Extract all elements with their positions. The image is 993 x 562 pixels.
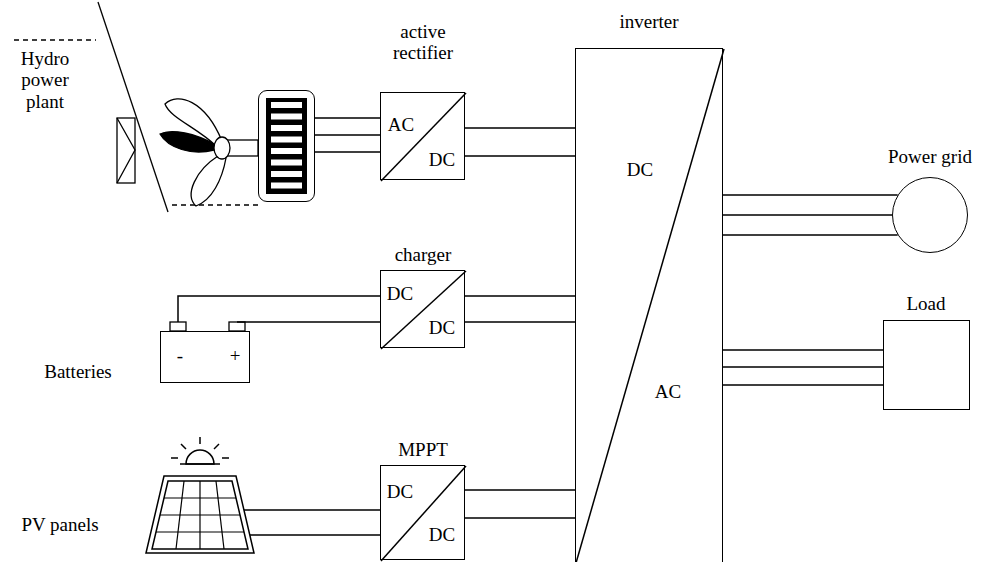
sun-ray [214, 444, 219, 449]
generator-housing [258, 90, 315, 202]
port-type: DC [380, 481, 420, 502]
conversion-diagonal [381, 466, 466, 561]
panel-inner-frame [152, 481, 248, 549]
generator-stripe [271, 148, 302, 154]
sun-ray [222, 457, 229, 459]
battery-terminal [170, 322, 186, 331]
node-label: Batteries [23, 361, 133, 382]
converter-block: MPPT DC DC [372, 436, 477, 562]
tail-water-line [172, 204, 258, 205]
intake-gate [117, 118, 135, 183]
wire-bundle [178, 296, 380, 322]
generator-stripe [271, 102, 302, 108]
generator-core [266, 98, 307, 194]
panel-cell-line [156, 531, 244, 532]
generator-stripe [271, 160, 302, 166]
generator-stripe [271, 171, 302, 177]
battery-bank: Batteries - + [20, 316, 255, 390]
horizon-line [180, 463, 220, 465]
conversion-diagonal [381, 271, 466, 349]
converter-block: active rectifierACDC [372, 2, 477, 185]
wire-bundle [723, 195, 898, 235]
wire-bundle [465, 490, 575, 518]
intake-chevron [117, 118, 135, 183]
sun-icon [171, 437, 229, 464]
conversion-diagonal [381, 466, 466, 561]
wire-bundle [465, 128, 575, 156]
conversion-diagonal [576, 49, 724, 562]
wire-bundle [723, 350, 883, 385]
panel-cell-line [164, 497, 236, 498]
port-type: DC [422, 524, 462, 545]
generator-core [266, 98, 307, 194]
block-heading: inverter [589, 11, 709, 32]
node-label: PV panels [4, 514, 116, 535]
pv-array: PV panels [4, 436, 256, 558]
conversion-diagonal [576, 49, 724, 562]
inverter-box [575, 48, 723, 562]
node-label: Hydro power plant [9, 48, 81, 112]
node-label: Power grid [874, 146, 986, 167]
sun-ray [171, 457, 178, 459]
panel-cell-line [160, 514, 240, 515]
hydro-plant: Hydro power plant [0, 0, 320, 215]
wire-bundle [244, 510, 380, 535]
panel-frame [146, 476, 254, 553]
battery-terminal [229, 322, 245, 331]
converter-block: chargerDCDC [372, 238, 477, 350]
load-box [883, 320, 970, 410]
generator-stripe [271, 114, 302, 120]
turbine-shaft [226, 140, 258, 156]
sun-disc [186, 450, 214, 464]
load-block: Load [876, 290, 980, 414]
turbine-hub [214, 137, 230, 159]
port-type: AC [381, 114, 421, 135]
dam-wall [98, 2, 168, 212]
pv-panel [146, 476, 254, 553]
water-level-line [14, 39, 96, 40]
generator-stripe [271, 125, 302, 131]
block-heading: MPPT [373, 439, 473, 460]
turbine-blade [160, 132, 214, 152]
port-type: DC [615, 159, 665, 180]
sun-ray [199, 437, 201, 444]
generator-stripe [271, 183, 302, 189]
sun-ray [181, 444, 186, 449]
port-type: AC [643, 381, 693, 402]
port-type: DC [422, 317, 462, 338]
block-heading: charger [373, 244, 473, 265]
converter-box [380, 465, 465, 560]
grid-circle [892, 177, 968, 253]
wire-bundle [315, 118, 380, 152]
panel-area [145, 476, 253, 556]
polarity-sign: + [225, 345, 245, 366]
wire-bundle [465, 296, 575, 322]
port-type: DC [380, 283, 420, 304]
turbine-blade [191, 156, 226, 206]
conversion-diagonal [381, 93, 466, 181]
node-label: Load [878, 293, 974, 314]
battery-terminals [170, 322, 245, 331]
power-grid: Power grid [874, 138, 988, 256]
polarity-sign: - [170, 345, 190, 366]
block-heading: active rectifier [373, 21, 473, 64]
generator-stripe [271, 137, 302, 143]
port-type: DC [422, 149, 462, 170]
inverter-block: inverterDC AC [566, 0, 732, 562]
